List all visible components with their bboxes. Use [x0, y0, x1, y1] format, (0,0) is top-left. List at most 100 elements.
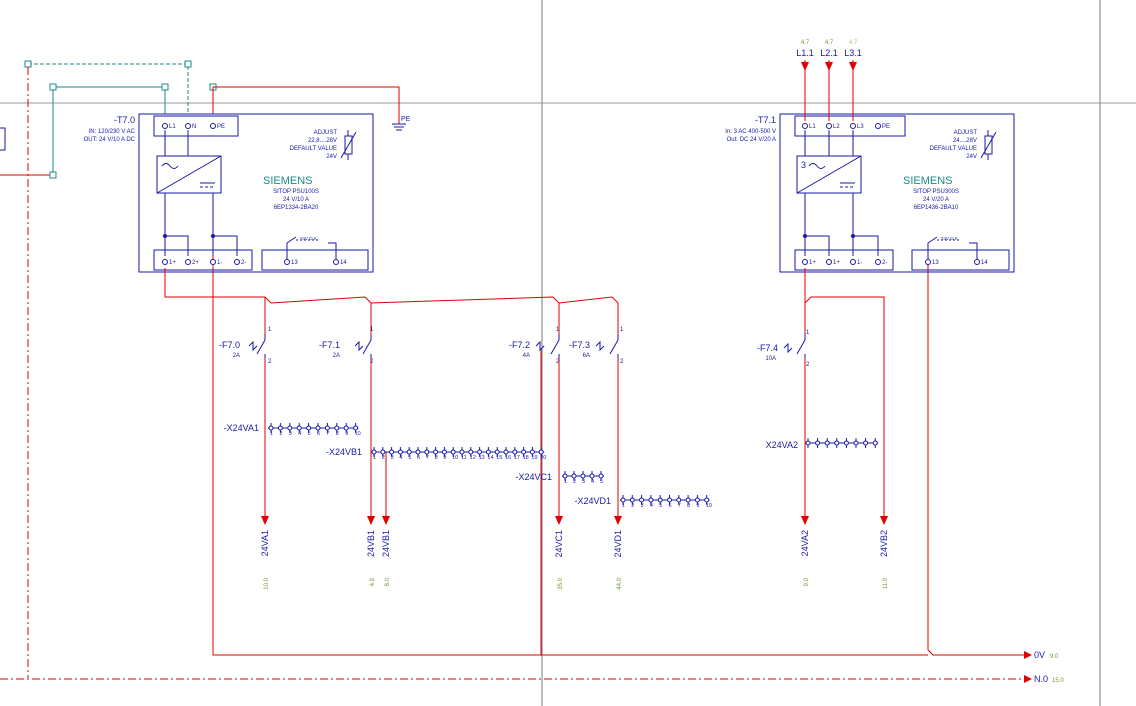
breaker-f7-4-pin1: 1	[806, 330, 810, 336]
strip-terminal-point	[277, 425, 283, 431]
zero-volt-rail: 0V 9.0	[212, 236, 1059, 660]
strip-terminal-point	[415, 449, 421, 455]
strip-terminal-point	[529, 449, 535, 455]
breaker-labels: -F7.0 2A 1 2 -F7.1 2A 1 2 -F7.2 4A 1 2 -…	[219, 327, 810, 368]
strip-terminal-number: 3	[582, 479, 585, 485]
strip-terminal-point	[648, 497, 654, 503]
breaker-f7-0-rating: 2A	[233, 353, 240, 359]
output-arrows	[261, 516, 888, 525]
psu2-term-l2: L2	[833, 124, 840, 130]
phase-l1-label: L1.1	[796, 48, 814, 58]
strip-terminal-number: 5	[408, 455, 411, 461]
psu2-relay-label: 24V O.K.	[941, 236, 959, 241]
output-24vc1-ref: 35.0	[558, 577, 564, 589]
psu1-default-value: 24V	[326, 154, 337, 160]
psu2-out-spec: Out: DC 24 V/20 A	[727, 137, 776, 143]
strip-terminal-number: 17	[514, 455, 520, 461]
phase-l2-ref: 4.7	[825, 40, 834, 46]
strip-terminal-number: 4	[591, 479, 594, 485]
phase-l3-ref: 4.7	[849, 40, 858, 46]
strip-terminal-point	[657, 497, 663, 503]
strip-terminal-number: 2	[382, 455, 385, 461]
rail-n0-label: N.0	[1034, 674, 1048, 684]
output-24va1-ref: 10.0	[264, 577, 270, 589]
output-24vd1-ref: 44.0	[617, 577, 623, 589]
terminal-strips: -X24VA1 -X24VB1 -X24VC1 -X24VD1 X24VA2 1…	[224, 423, 879, 509]
strip-x24vc1-tag: -X24VC1	[515, 472, 552, 482]
rail-0v-label: 0V	[1034, 650, 1045, 660]
strip-terminal-number: 16	[505, 455, 511, 461]
strip-terminal-number: 4	[650, 503, 653, 509]
strip-terminal-point	[268, 425, 274, 431]
psu2-default-value: 24V	[966, 154, 977, 160]
strip-terminal-point	[397, 449, 403, 455]
psu1-term-n: N	[192, 124, 196, 130]
strip-terminal-point	[406, 449, 412, 455]
strip-terminal-number: 1	[270, 431, 273, 437]
strip-terminal-number: 4	[298, 431, 301, 437]
strip-terminal-point	[863, 440, 869, 446]
distribution-wiring	[164, 268, 885, 655]
phase-l1-ref: 4.7	[801, 40, 810, 46]
breaker-f7-3-tag: -F7.3	[569, 340, 590, 350]
strip-terminal-point	[353, 425, 359, 431]
strip-terminal-point	[371, 449, 377, 455]
psu2-adjust-label: ADJUST	[954, 130, 978, 136]
strip-terminal-number: 10	[452, 455, 458, 461]
psu2-relay-13: 13	[932, 260, 939, 266]
psu1-rating: 24 V/10 A	[283, 197, 309, 203]
strip-terminal-point	[389, 449, 395, 455]
psu1-adjust-range: 22,8....28V	[308, 138, 337, 144]
strip-terminal-point	[468, 449, 474, 455]
breaker-f7-1-rating: 2A	[333, 353, 340, 359]
strip-terminal-number: 8	[336, 431, 339, 437]
breaker-f7-1-pin1: 1	[370, 327, 374, 333]
breaker-f7-0-pin2: 2	[268, 359, 272, 365]
breaker-f7-2-pin2: 2	[556, 359, 560, 365]
strip-terminal-number: 6	[317, 431, 320, 437]
strip-terminal-point	[824, 440, 830, 446]
strip-terminal-point	[324, 425, 330, 431]
psu1-term-2minus: 2-	[241, 260, 246, 266]
psu1-relay-13: 13	[291, 260, 298, 266]
output-24vd1-label: 24VD1	[613, 530, 623, 558]
strip-terminal-number: 1	[564, 479, 567, 485]
psu1-model: SITOP PSU100S	[273, 189, 319, 195]
phase-inputs: 4.7 4.7 4.7 L1.1 L2.1 L3.1	[796, 40, 862, 121]
strip-x24vd1-tag: -X24VD1	[574, 496, 611, 506]
breaker-f7-3-pin2: 2	[620, 359, 624, 365]
strip-terminal-point	[494, 449, 500, 455]
psu1-part: 6EP1334-2BA20	[274, 205, 319, 211]
psu2-term-l3: L3	[857, 124, 864, 130]
breaker-f7-1-pin2: 2	[370, 359, 374, 365]
psu1-tag: -T7.0	[114, 115, 135, 125]
breaker-f7-2-pin1: 1	[556, 327, 560, 333]
psu-t7-0: -T7.0 IN: 120/230 V AC OUT: 24 V/10 A DC…	[84, 113, 374, 273]
psu1-out-spec: OUT: 24 V/10 A DC	[84, 137, 136, 143]
strip-terminal-number: 7	[678, 503, 681, 509]
psu1-relay-label: 24V O.K.	[300, 236, 318, 241]
strip-terminal-number: 20	[540, 455, 546, 461]
breaker-f7-2	[535, 334, 560, 358]
strip-terminal-number: 2	[279, 431, 282, 437]
strip-terminal-number: 15	[496, 455, 502, 461]
teal-links	[24, 60, 217, 179]
strip-terminal-number: 1	[373, 455, 376, 461]
breaker-f7-2-tag: -F7.2	[509, 340, 530, 350]
strip-terminal-number: 8	[687, 503, 690, 509]
strip-terminal-point	[676, 497, 682, 503]
psu1-relay-14: 14	[340, 260, 347, 266]
breaker-f7-0-pin1: 1	[268, 327, 272, 333]
psu1-term-1minus: 1-	[217, 260, 222, 266]
strip-terminal-number: 2	[573, 479, 576, 485]
strip-terminal-point	[503, 449, 509, 455]
breaker-f7-2-rating: 4A	[523, 353, 530, 359]
rail-0v-ref: 9.0	[1050, 654, 1059, 660]
psu2-term-l1: L1	[809, 124, 816, 130]
strip-terminal-point	[580, 473, 586, 479]
strip-terminal-number: 2	[631, 503, 634, 509]
pe-ground: PE	[212, 86, 411, 131]
